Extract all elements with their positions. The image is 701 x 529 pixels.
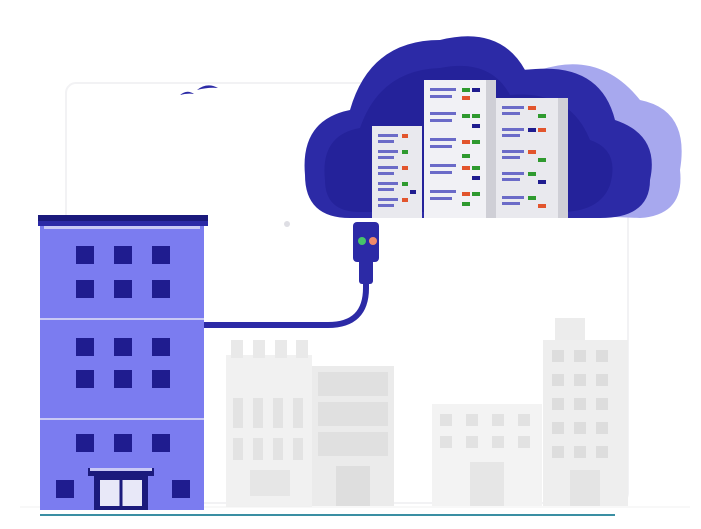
cable-plug-icon	[353, 222, 379, 284]
server-racks	[372, 80, 568, 218]
tablet-camera	[284, 221, 290, 227]
building-entrance	[88, 468, 154, 476]
background-city	[226, 318, 628, 507]
birds-icon	[180, 85, 218, 95]
office-building	[38, 215, 208, 510]
network-cable	[201, 267, 369, 328]
